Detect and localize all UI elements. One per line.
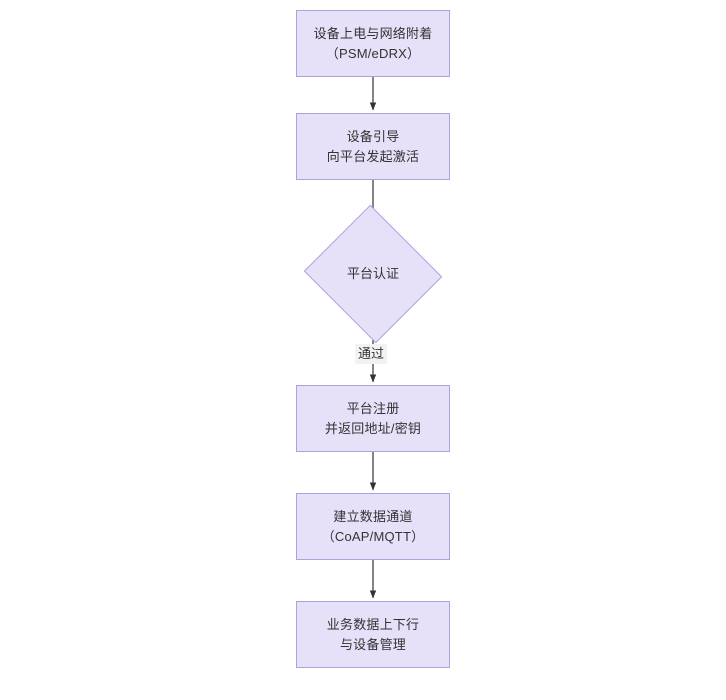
node-device-power-on[interactable]: 设备上电与网络附着 （PSM/eDRX） (296, 10, 450, 77)
node-label-line: 平台认证 (346, 266, 399, 281)
node-label-line: 建立数据通道 (333, 508, 413, 524)
node-label-line: （CoAP/MQTT） (321, 528, 425, 544)
node-label-line: 设备引导 (346, 128, 400, 144)
node-label-line: 设备上电与网络附着 (313, 25, 433, 41)
node-label-line: 与设备管理 (339, 636, 406, 652)
node-establish-data-channel[interactable]: 建立数据通道 （CoAP/MQTT） (296, 493, 450, 560)
node-label-line: 业务数据上下行 (326, 616, 420, 632)
node-device-bootstrap[interactable]: 设备引导 向平台发起激活 (296, 113, 450, 180)
node-label-line: 平台注册 (346, 400, 400, 416)
node-label-line: 并返回地址/密钥 (324, 420, 422, 436)
node-label-line: （PSM/eDRX） (325, 45, 421, 61)
node-business-data-and-device-management[interactable]: 业务数据上下行 与设备管理 (296, 601, 450, 668)
node-platform-registration[interactable]: 平台注册 并返回地址/密钥 (296, 385, 450, 452)
node-label-line: 向平台发起激活 (326, 148, 420, 164)
node-platform-authentication[interactable]: 平台认证 (303, 204, 443, 344)
edge-label-pass: 通过 (355, 344, 388, 364)
